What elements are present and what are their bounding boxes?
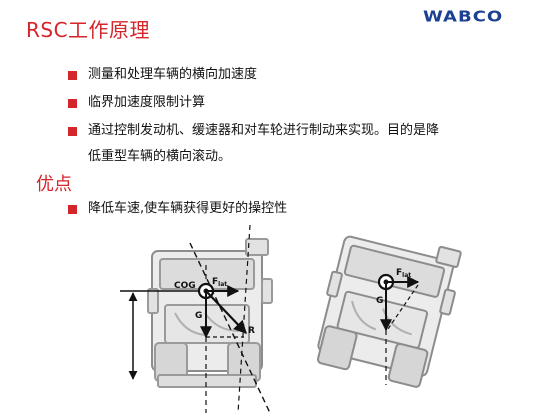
lateral-force-label: Flat xyxy=(396,268,411,279)
cog-label: COG xyxy=(174,281,196,291)
gravity-label: G xyxy=(376,296,383,306)
bullet-square-icon xyxy=(68,205,77,214)
bullet-continuation: 低重型车辆的横向滚动。 xyxy=(88,149,232,164)
gravity-label: G xyxy=(195,311,202,321)
bullet-text: 测量和处理车辆的横向加速度 xyxy=(88,67,258,82)
bullet-square-icon xyxy=(68,99,77,108)
section-title: 优点 xyxy=(36,174,72,195)
resultant-arrow xyxy=(205,290,247,334)
left-truck-illustration xyxy=(147,238,273,388)
resultant-label: R xyxy=(248,326,255,336)
left-force-vectors: COG Flat G R xyxy=(120,225,271,413)
bullet-square-icon xyxy=(68,71,77,80)
right-truck-illustration xyxy=(316,235,462,388)
rollover-diagram: COG Flat G R Flat G xyxy=(120,225,462,413)
advantage-text: 降低车速,使车辆获得更好的操控性 xyxy=(88,201,288,216)
tilt-line xyxy=(189,242,271,413)
tilt-line xyxy=(237,225,251,413)
slide-title: RSC工作原理 xyxy=(26,18,151,42)
bullet-text: 通过控制发动机、缓速器和对车轮进行制动来实现。目的是降 xyxy=(88,123,440,138)
lateral-force-label: Flat xyxy=(212,277,227,288)
wabco-logo: WABCO xyxy=(423,8,504,26)
bullet-text: 临界加速度限制计算 xyxy=(88,95,206,110)
right-force-vectors: Flat G xyxy=(376,268,420,385)
bullet-square-icon xyxy=(68,127,77,136)
